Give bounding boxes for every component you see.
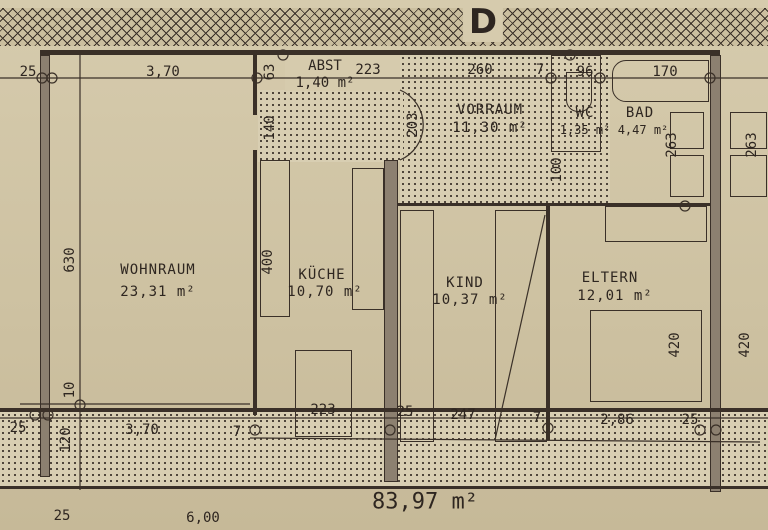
dim-label: 10	[62, 381, 78, 399]
wall-wohnraum-kueche-lower	[253, 150, 257, 415]
bathtub	[612, 60, 709, 102]
room-area-kueche: 10,70 m²	[287, 284, 363, 300]
room-name-wohnraum: WOHNRAUM	[120, 262, 196, 278]
dim-label: 100	[549, 157, 565, 183]
dim-label: 3,70	[125, 422, 159, 438]
dim-label: 260	[467, 62, 493, 78]
room-name-vorraum: VORRAUM	[456, 102, 524, 118]
dim-label: 203	[405, 112, 421, 138]
balcony-edge	[0, 486, 768, 489]
room-area-wohnraum: 23,31 m²	[120, 284, 196, 300]
eltern-wardrobe	[605, 206, 707, 242]
dim-label: 420	[667, 332, 683, 358]
room-area-vorraum: 11,30 m²	[452, 120, 528, 136]
room-area-wc: 1,35 m²	[559, 123, 611, 137]
wall-rooms-top	[398, 203, 718, 206]
dim-label: 3,70	[146, 64, 180, 80]
wall-kueche-kind	[384, 160, 398, 482]
dim-label: 25	[9, 420, 27, 436]
room-name-kind: KIND	[446, 275, 484, 291]
dim-label: 263	[744, 132, 760, 158]
dim-label: 96	[576, 64, 594, 80]
bath-sink	[670, 112, 704, 149]
abst-floor	[285, 55, 400, 91]
kitchen-counter	[260, 160, 290, 317]
dim-label: 25	[396, 404, 414, 420]
dim-label: 2,86	[600, 412, 634, 428]
dim-label: 223	[355, 62, 381, 78]
wall-kind-eltern	[546, 205, 550, 440]
dim-label: 6,00	[186, 510, 220, 526]
dim-label: 140	[262, 115, 278, 141]
kind-bed	[495, 210, 547, 442]
dim-label: 63	[262, 63, 278, 81]
room-area-kind: 10,37 m²	[432, 292, 508, 308]
room-name-eltern: ELTERN	[581, 270, 639, 286]
dim-label: 170	[652, 64, 678, 80]
room-name-wc: WC	[575, 105, 595, 121]
room-area-abst: 1,40 m²	[295, 75, 355, 91]
dim-label: 420	[737, 332, 753, 358]
dim-label: 120	[58, 427, 74, 453]
eltern-bed	[590, 310, 702, 402]
neighbor-cabinet	[730, 155, 767, 197]
wall-top	[40, 50, 720, 55]
dining-table	[295, 350, 352, 437]
wall-left	[40, 55, 50, 477]
kind-wardrobe	[400, 210, 434, 442]
dim-label: 7	[532, 410, 542, 426]
room-name-abst: ABST	[308, 58, 342, 74]
dim-label: 400	[260, 249, 276, 275]
wall-facade	[0, 408, 768, 412]
dim-label: 25	[681, 412, 699, 428]
neighbor-sink	[730, 112, 767, 149]
dim-label: 7	[232, 424, 242, 440]
wall-right	[710, 55, 721, 492]
kitchen-unit	[352, 168, 384, 310]
vorraum-floor	[400, 55, 610, 205]
dim-label: 630	[62, 247, 78, 273]
room-name-bad: BAD	[625, 105, 655, 121]
toilet	[566, 72, 592, 112]
dim-label: 223	[310, 402, 336, 418]
corridor-band	[0, 8, 768, 46]
dim-label: 247	[450, 407, 476, 423]
room-area-bad: 4,47 m²	[617, 123, 669, 137]
room-name-kueche: KÜCHE	[298, 267, 346, 283]
total-area: 83,97 m²	[372, 489, 478, 515]
bath-cabinet	[670, 155, 704, 197]
wc-room	[551, 55, 601, 152]
room-area-eltern: 12,01 m²	[577, 288, 653, 304]
kueche-entry-floor	[258, 90, 403, 162]
wall-wohnraum-kueche	[253, 55, 257, 115]
dim-label: 25	[19, 64, 37, 80]
section-letter: D	[462, 2, 504, 42]
dim-label: 7	[535, 62, 545, 78]
dim-label: 25	[53, 508, 71, 524]
